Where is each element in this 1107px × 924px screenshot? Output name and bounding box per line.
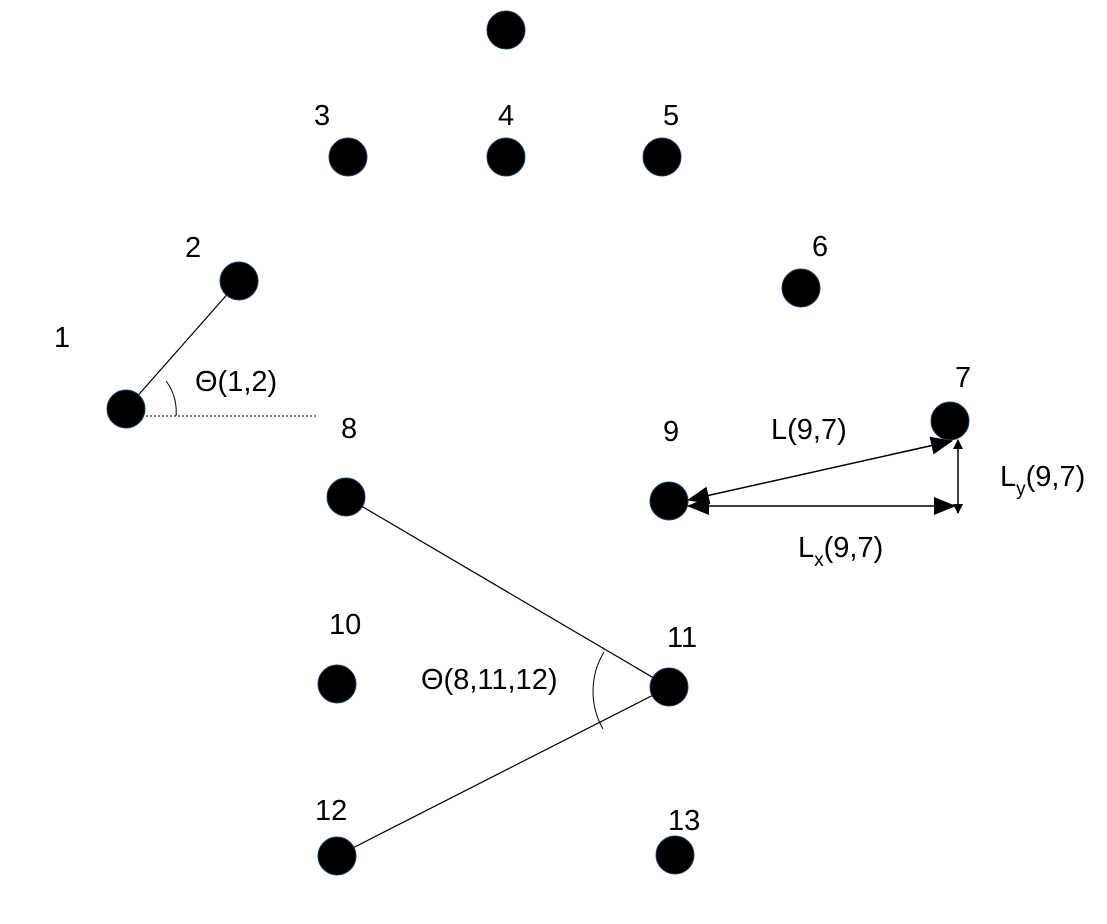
arrow-l-9-7: [687, 436, 953, 505]
keypoint-13: [655, 835, 695, 875]
keypoint-1: [106, 389, 146, 429]
keypoint-label-10: 10: [329, 609, 361, 641]
keypoint-label-11: 11: [667, 622, 697, 654]
keypoint-label-3: 3: [314, 100, 330, 132]
distance-label-ly-9-7: Ly(9,7): [1000, 461, 1085, 500]
keypoint-5: [642, 137, 682, 177]
ly-main: L: [1000, 461, 1016, 493]
angle-label-1-2: Θ(1,2): [195, 366, 277, 398]
keypoint-8: [326, 477, 366, 517]
keypoint-6: [781, 268, 821, 308]
ly-subscript: y: [1016, 479, 1026, 500]
keypoint-label-1: 1: [54, 322, 70, 354]
distance-label-l-9-7: L(9,7): [771, 414, 847, 446]
segment-1-2: [125, 280, 240, 410]
keypoint-label-4: 4: [498, 100, 514, 132]
keypoint-9: [649, 481, 689, 521]
keypoint-label-8: 8: [341, 413, 357, 445]
lx-subscript: x: [814, 550, 824, 571]
keypoint-2: [219, 261, 259, 301]
keypoint-label-13: 13: [668, 805, 700, 837]
keypoint-label-6: 6: [812, 231, 828, 263]
lx-main: L: [798, 532, 814, 564]
keypoint-4: [486, 137, 526, 177]
keypoint-label-7: 7: [955, 362, 971, 394]
ly-args: (9,7): [1026, 461, 1086, 493]
keypoint-7: [930, 401, 970, 441]
distance-label-lx-9-7: Lx(9,7): [798, 532, 883, 571]
keypoint-12: [317, 836, 357, 876]
keypoint-0: [486, 10, 526, 50]
keypoint-label-2: 2: [185, 232, 201, 264]
angle-label-8-11-12: Θ(8,11,12): [421, 664, 557, 696]
segment-8-11: [345, 496, 670, 688]
angle-arc-8-11-12: [592, 651, 605, 730]
keypoint-label-12: 12: [315, 795, 347, 827]
keypoint-label-9: 9: [663, 416, 679, 448]
keypoint-10: [317, 664, 357, 704]
keypoint-11: [649, 667, 689, 707]
lx-args: (9,7): [824, 532, 884, 564]
keypoint-label-5: 5: [663, 100, 679, 132]
keypoint-3: [328, 137, 368, 177]
segment-11-12: [336, 686, 670, 857]
angle-arc-1-2: [165, 380, 177, 417]
